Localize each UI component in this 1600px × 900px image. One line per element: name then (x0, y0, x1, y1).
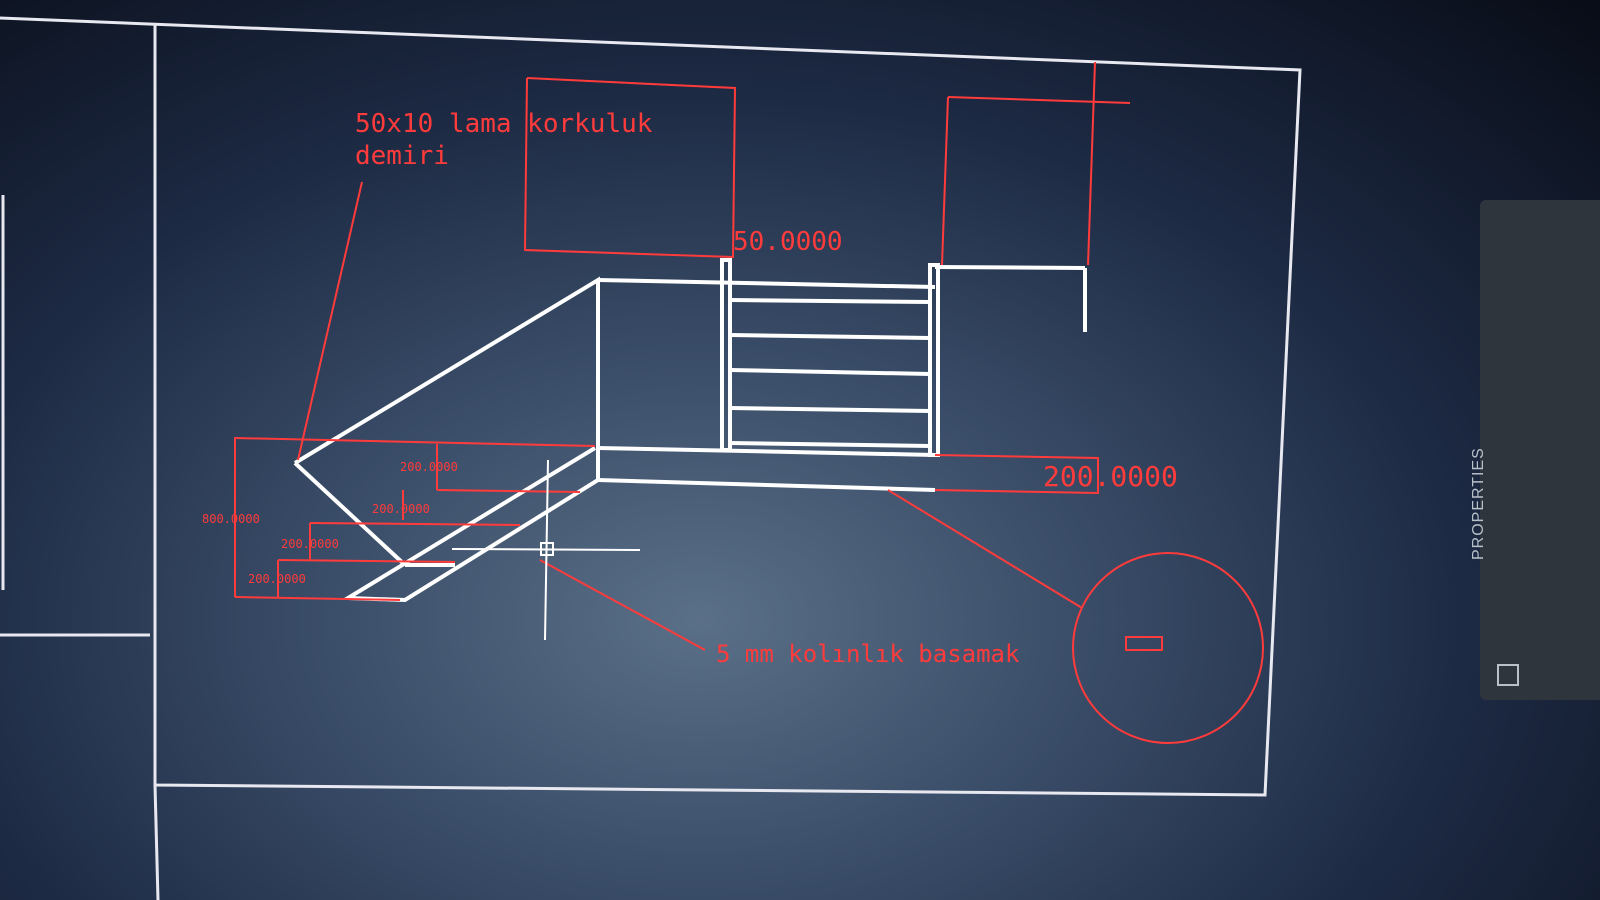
dimension-top: 50.0000 (733, 227, 843, 257)
annotation-geometry (234, 61, 1264, 744)
properties-palette-title[interactable]: PROPERTIES (1470, 447, 1487, 560)
step-dimension: 200.0000 (281, 537, 339, 551)
step-dimension: 800.0000 (202, 512, 260, 526)
properties-icon[interactable] (1497, 664, 1519, 686)
crosshair-cursor (451, 459, 641, 641)
dimension-right: 200.0000 (1043, 460, 1178, 493)
properties-palette[interactable] (1480, 200, 1600, 700)
step-dimension: 200.0000 (248, 572, 306, 586)
step-dimension: 200.0000 (400, 460, 458, 474)
railing-annotation-line2: demiri (355, 141, 449, 171)
viewport-frame (0, 16, 1302, 900)
staircase-geometry (293, 258, 1087, 603)
step-annotation: 5 mm kolınlık basamak (716, 640, 1020, 668)
step-dimension: 200.0000 (372, 502, 430, 516)
railing-annotation-line1: 50x10 lama korkuluk (355, 109, 653, 139)
